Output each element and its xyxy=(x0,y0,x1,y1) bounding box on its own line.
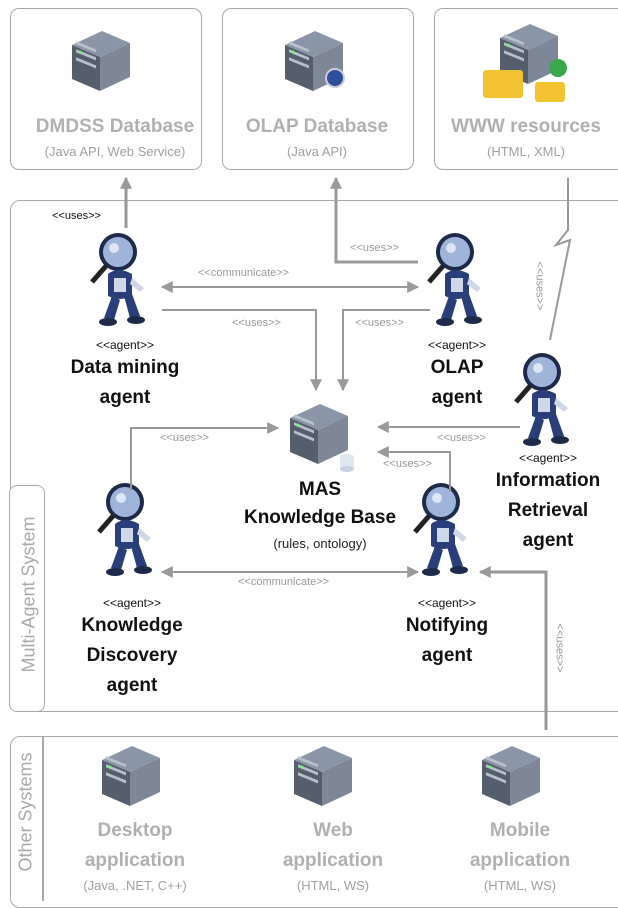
kd-agent-tag: <<agent>> xyxy=(102,596,162,610)
notifying-agent-name-1: Notifying xyxy=(405,615,489,636)
kb-title-2: Knowledge Base xyxy=(243,507,397,528)
mobile-subtitle: (HTML, WS) xyxy=(483,878,557,893)
kd-agent-name-2: Discovery xyxy=(86,645,178,666)
uses-label-ir-kb: <<uses>> xyxy=(437,432,486,444)
notifying-agent-tag: <<agent>> xyxy=(417,596,477,610)
ir-uses-www-arrow xyxy=(549,178,572,341)
web-title-1: Web xyxy=(313,820,353,841)
info-retrieval-robot-icon xyxy=(516,353,569,446)
uses-label-dm-kb: <<uses>> xyxy=(232,317,281,329)
www-title: WWW resources xyxy=(451,116,601,137)
communicate-label-bottom: <<communicate>> xyxy=(238,576,330,588)
dm-agent-tag: <<agent>> xyxy=(95,338,155,352)
web-server-icon xyxy=(294,746,352,806)
www-subtitle: (HTML, XML) xyxy=(487,144,565,159)
mobile-uses-notifying-arrow xyxy=(478,566,548,730)
olap-db-title: OLAP Database xyxy=(245,116,389,137)
desktop-server-icon xyxy=(102,746,160,806)
globe-green-icon xyxy=(549,59,567,77)
olap-uses-olapdb-arrow xyxy=(330,176,418,264)
mobile-title-1: Mobile xyxy=(489,820,551,841)
ir-agent-name-2: Retrieval xyxy=(507,500,589,521)
kd-agent-name-3: agent xyxy=(106,675,158,696)
notifying-uses-kb-arrow xyxy=(376,446,451,492)
dmdss-title: DMDSS Database xyxy=(35,116,195,137)
uses-label-olapdb: <<uses>> xyxy=(350,242,399,254)
web-title-2: application xyxy=(282,850,384,871)
uses-label-kd-kb: <<uses>> xyxy=(160,432,209,444)
olap-db-subtitle: (Java API) xyxy=(287,144,347,159)
ir-agent-tag: <<agent>> xyxy=(518,451,578,465)
other-systems-divider xyxy=(42,737,44,901)
olap-agent-tag: <<agent>> xyxy=(427,338,487,352)
dm-uses-kb-arrow xyxy=(162,309,322,392)
kb-title-1: MAS xyxy=(298,479,342,500)
ir-agent-name-1: Information xyxy=(495,470,601,491)
desktop-title-1: Desktop xyxy=(97,820,173,841)
uses-label-www: <<uses>> xyxy=(533,261,546,311)
mobile-title-2: application xyxy=(469,850,571,871)
dm-agent-name-1: Data mining xyxy=(70,357,180,378)
kd-agent-name-1: Knowledge xyxy=(81,615,183,636)
uses-label-notifying-kb: <<uses>> xyxy=(383,458,432,470)
kb-server-icon xyxy=(290,404,348,464)
globe-icon xyxy=(325,68,345,88)
olap-robot-icon xyxy=(429,233,482,326)
dm-agent-name-2: agent xyxy=(99,387,151,408)
desktop-title-2: application xyxy=(84,850,186,871)
mas-label-tab xyxy=(9,485,45,712)
dmdss-server-icon xyxy=(72,31,130,91)
uses-label-mobile: <<uses>> xyxy=(553,623,566,673)
olap-agent-name-2: agent xyxy=(431,387,483,408)
knowledge-discovery-robot-icon xyxy=(99,483,152,576)
web-subtitle: (HTML, WS) xyxy=(296,878,370,893)
kb-subtitle: (rules, ontology) xyxy=(273,536,367,551)
dmdss-subtitle: (Java API, Web Service) xyxy=(44,144,186,159)
communicate-label-top: <<communicate>> xyxy=(198,267,290,279)
uses-label-dmdss: <<uses>> xyxy=(52,210,101,222)
database-icon xyxy=(340,457,354,469)
notifying-robot-icon xyxy=(415,483,468,576)
olap-uses-kb-arrow xyxy=(337,309,430,392)
ir-agent-name-3: agent xyxy=(522,530,574,551)
kd-uses-kb-arrow xyxy=(130,422,280,490)
mobile-server-icon xyxy=(482,746,540,806)
olap-agent-name-1: OLAP xyxy=(430,357,484,378)
notifying-agent-name-2: agent xyxy=(421,645,473,666)
folder-icon-2 xyxy=(535,82,565,102)
folder-icon xyxy=(483,70,523,98)
data-mining-robot-icon xyxy=(92,233,145,326)
desktop-subtitle: (Java, .NET, C++) xyxy=(83,878,187,893)
uses-label-olap-kb: <<uses>> xyxy=(355,317,404,329)
